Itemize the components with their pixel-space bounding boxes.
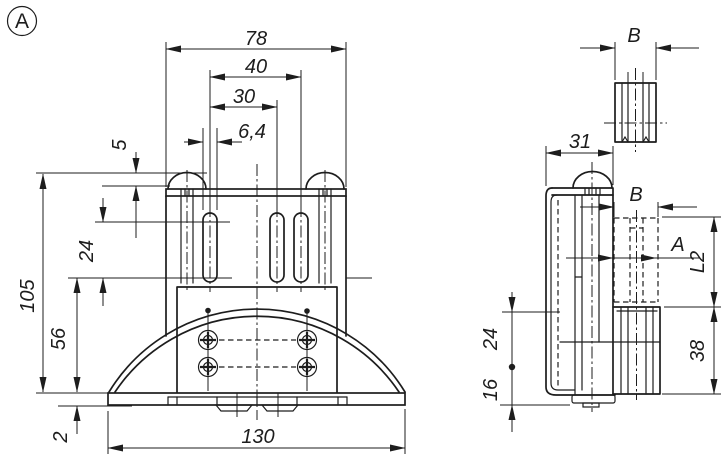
dim-label-slot-pitch-inner: 30 (233, 86, 255, 108)
dim-front-base-width: 130 (107, 409, 406, 454)
slot-hole (269, 212, 285, 283)
base-arc-outer (108, 308, 406, 393)
dim-label-slot-pitch-outer: 40 (245, 56, 267, 78)
dim-label-base-width: 130 (241, 426, 274, 448)
slot-hole (293, 212, 309, 283)
dim-side-pivot-lower: 16 (480, 367, 570, 432)
dim-label-cap-height: 5 (109, 139, 131, 151)
dim-label-slot-length: 24 (76, 240, 98, 263)
screw-holes (197, 307, 318, 391)
back-plate-outline (545, 187, 616, 396)
dim-front-slot-width: 6,4 (184, 121, 266, 210)
front-view-part (107, 164, 406, 420)
dim-label-depth: 31 (569, 131, 591, 153)
view-badge-label: A (15, 10, 29, 33)
dim-label-jaw-height: 38 (687, 340, 709, 362)
dim-detail-width: B (580, 25, 699, 80)
view-badge-circle (6, 5, 38, 37)
dim-label-pivot-upper: 24 (480, 328, 502, 351)
dim-label-overall-width: 78 (245, 28, 267, 50)
view-badge: A (6, 5, 38, 37)
detail-roller-view (604, 68, 667, 152)
dim-front-body-height: 56 (48, 277, 232, 393)
dim-side-roller-width: B (580, 184, 697, 217)
dim-front-slot-length: 24 (76, 198, 230, 306)
dim-front-overall-height: 105 (17, 173, 110, 394)
dim-side-bore: A (566, 234, 700, 262)
dim-label-detail-width: B (627, 25, 640, 47)
side-foot-pad (571, 394, 616, 404)
dim-front-overall-width: 78 (165, 28, 347, 187)
dim-label-pad-thickness: 2 (50, 431, 72, 443)
dim-front-cap-height: 5 (36, 139, 207, 238)
dim-side-jaw-height: 38 (662, 306, 721, 395)
dim-side-depth: 31 (545, 131, 614, 186)
dim-label-roller-width: B (629, 184, 642, 206)
dim-front-slot-pitch-outer: 40 (209, 56, 302, 206)
dim-label-pivot-lower: 16 (480, 378, 502, 401)
dim-front-pad-thickness: 2 (50, 405, 132, 444)
dim-front-slot-pitch-inner: 30 (209, 86, 278, 206)
dim-label-body-height: 56 (48, 327, 70, 350)
dim-side-l2: L2 (662, 216, 721, 308)
dim-label-bore: A (670, 234, 684, 256)
side-view-part (545, 162, 661, 412)
dim-label-l2: L2 (687, 251, 709, 273)
dim-label-slot-width: 6,4 (238, 121, 266, 143)
slot-hole (202, 212, 218, 283)
foot (260, 404, 300, 412)
dim-label-overall-height: 105 (17, 278, 39, 312)
base-arc-inner (114, 315, 400, 393)
dim-side-pivot-upper: 24 (480, 292, 560, 371)
foot (214, 404, 254, 412)
